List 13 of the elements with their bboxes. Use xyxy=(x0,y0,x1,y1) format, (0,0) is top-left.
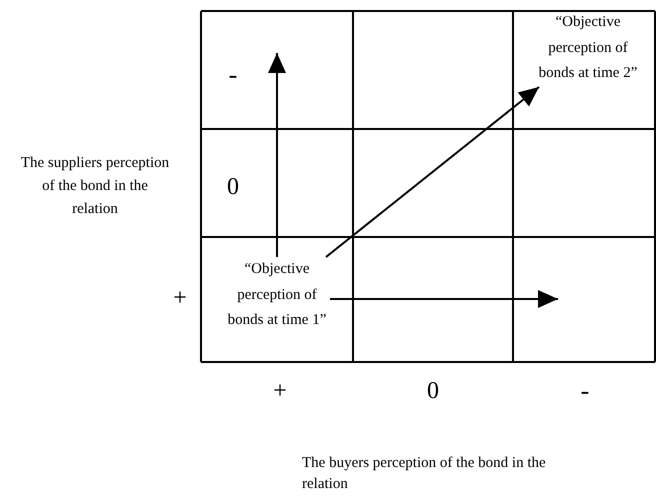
axis-title: The suppliers perception of the bond in the relation xyxy=(20,154,170,219)
perception-text: “Objective perception of bonds at time 1” xyxy=(224,257,330,334)
arrow xyxy=(268,53,286,257)
axis-value: - xyxy=(580,376,590,406)
arrow xyxy=(325,86,540,258)
axis-value: 0 xyxy=(226,173,240,202)
axis-value: 0 xyxy=(426,377,440,406)
arrow xyxy=(330,290,558,308)
axis-title: The buyers perception of the bond in the relation xyxy=(302,454,547,494)
axis-value: + xyxy=(172,284,188,313)
axis-value: + xyxy=(272,377,288,406)
perception-text: “Objective perception of bonds at time 2” xyxy=(535,10,641,86)
axis-value: - xyxy=(228,60,238,90)
